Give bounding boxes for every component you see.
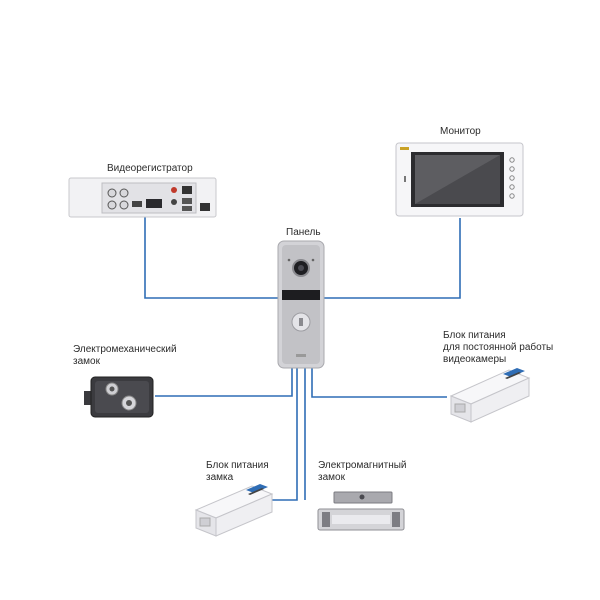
magnetic-lock-icon	[317, 491, 405, 531]
wire-monitor-panel	[323, 218, 461, 299]
psu-lock-label: Блок питания замка	[206, 460, 269, 483]
power-supply-icon	[194, 484, 274, 537]
wire-psucam-panel	[311, 368, 447, 398]
power-supply-icon	[449, 368, 531, 423]
monitor-device-icon	[395, 142, 524, 217]
psu-cam-label: Блок питания для постоянной работы видео…	[443, 330, 554, 365]
dvr-label: Видеорегистратор	[107, 163, 193, 174]
panel-label: Панель	[286, 227, 321, 238]
dvr-device-icon	[68, 177, 217, 218]
wire-dvr-panel	[144, 215, 278, 299]
mag-lock-label: Электромагнитный замок	[318, 460, 407, 483]
wire-emlock-panel	[155, 368, 293, 397]
em-lock-label: Электромеханический замок	[73, 344, 177, 367]
electromechanical-lock-icon	[84, 376, 154, 418]
wire-psulock-panel	[270, 368, 298, 501]
monitor-label: Монитор	[440, 126, 481, 137]
door-panel-icon	[277, 240, 325, 369]
